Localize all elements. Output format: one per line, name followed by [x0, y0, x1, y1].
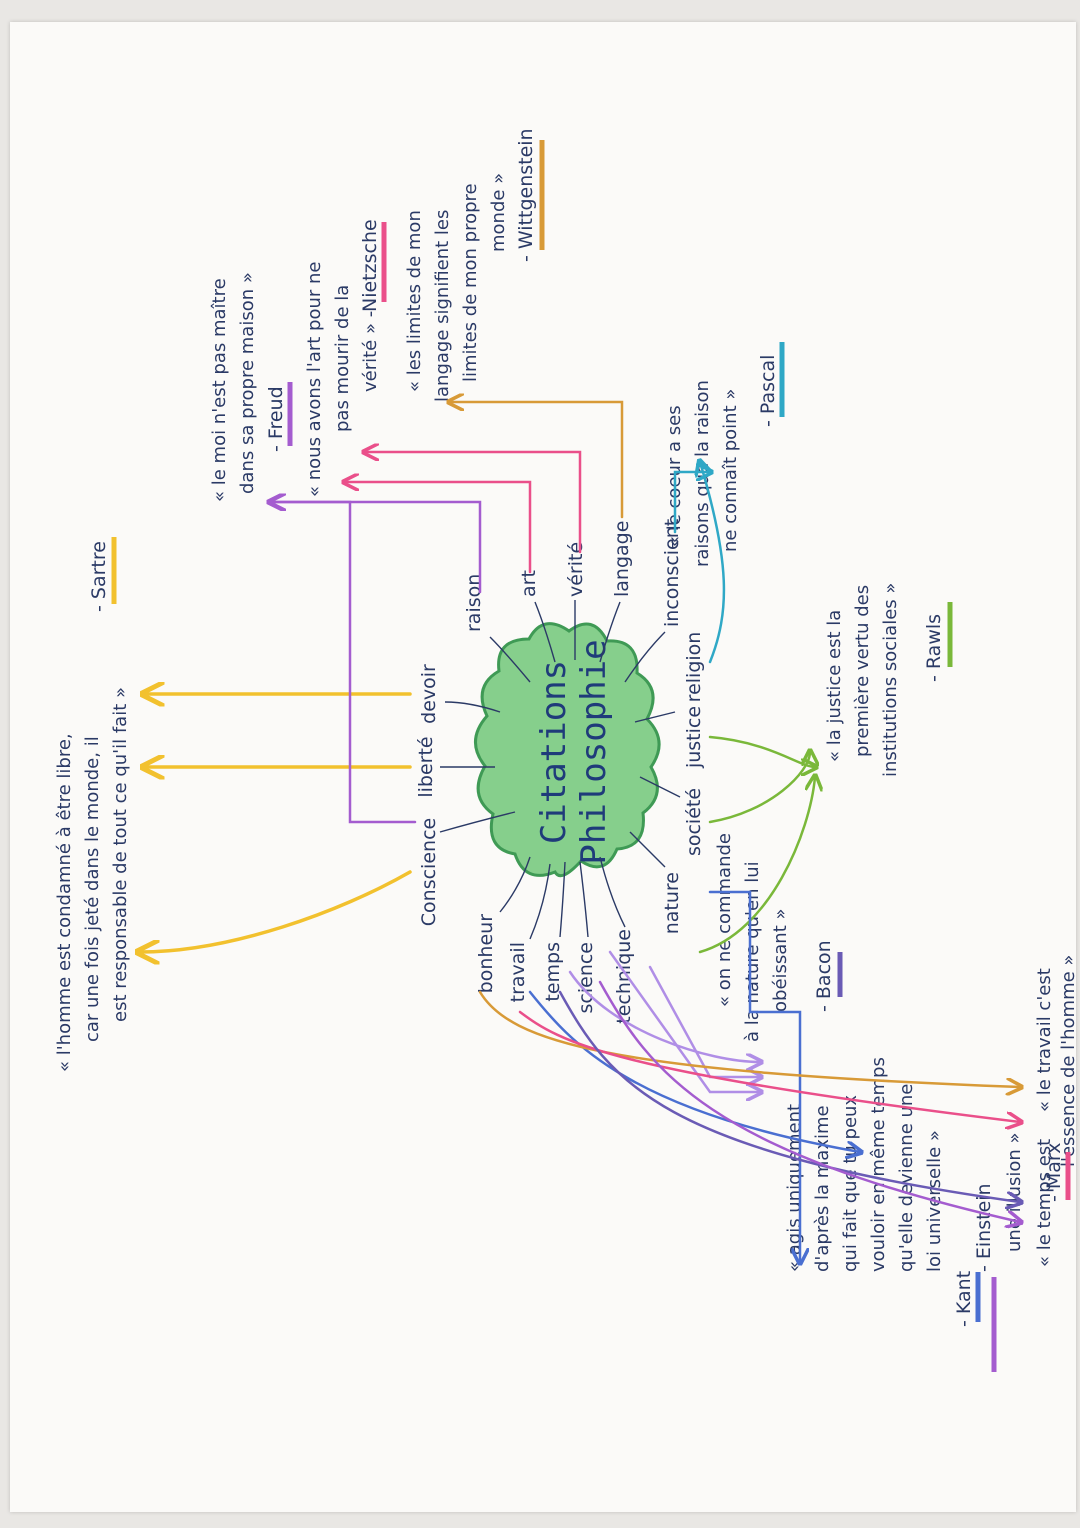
author-freud: - Freud: [265, 386, 287, 452]
arrow-conscience-kant: [708, 890, 800, 1262]
author-sartre: - Sartre: [88, 541, 110, 612]
quote-einstein-line: une illusion »: [1004, 1132, 1025, 1252]
quote-einstein-line: « le temps est: [1034, 1139, 1055, 1267]
keyword-nature: nature: [661, 872, 683, 934]
keyword-art: art: [518, 570, 540, 597]
keyword-devoir: devoir: [418, 664, 440, 724]
arrow-art-nietzsche: [345, 482, 532, 574]
paper-sheet: Citations Philosophie: [10, 22, 1076, 1512]
arrow-technique-bacon: [608, 950, 760, 1092]
arrow-justice-rawls: [708, 735, 815, 767]
quote-freud: « le moi n'est pas maître dans sa propre…: [209, 272, 293, 502]
quote-pascal: « le coeur a ses raisons que la raison n…: [664, 342, 785, 567]
arrow-raison-freud: [272, 502, 482, 594]
rotated-mind-map: Citations Philosophie: [10, 22, 1076, 1512]
arrow-bonheur-marx: [518, 1010, 1020, 1122]
keyword-raison: raison: [463, 574, 485, 632]
quote-marx-line: « le travail c'est: [1034, 968, 1055, 1112]
keyword-societe: société: [683, 788, 705, 856]
quote-bacon-line: obéissant »: [770, 909, 791, 1013]
keyword-conscience: Conscience: [418, 818, 440, 926]
arrow-religion-pascal: [700, 462, 726, 664]
quote-rawls: « la justice est la première vertu des i…: [824, 583, 953, 777]
keyword-inconscient: inconscient: [661, 519, 683, 627]
quote-kant-line: d'après la maxime: [812, 1105, 833, 1272]
author-pascal: - Pascal: [757, 355, 779, 427]
quote-sartre-line: est responsable de tout ce qu'il fait »: [110, 687, 131, 1022]
arrow-temps-einstein: [558, 990, 1020, 1202]
quote-rawls-line: institutions sociales »: [880, 583, 901, 777]
mind-map-svg: Citations Philosophie: [54, 128, 1076, 1372]
author-rawls: - Rawls: [923, 614, 945, 682]
quote-freud-line: « le moi n'est pas maître: [209, 278, 230, 502]
author-nietzsche: Nietzsche: [359, 219, 381, 312]
author-bacon: - Bacon: [813, 940, 835, 1012]
author-kant: - Kant: [953, 1271, 975, 1327]
quote-kant-line: vouloir en même temps: [868, 1057, 889, 1272]
connectors: [140, 402, 1020, 1262]
quote-wittgenstein-line: monde »: [488, 173, 509, 252]
author-wittgenstein: - Wittgenstein: [515, 128, 537, 262]
keyword-religion: religion: [683, 632, 705, 703]
quote-kant-line: « agis uniquement: [784, 1104, 805, 1272]
arrow-conscience-sartre: [140, 870, 412, 952]
quote-marx-line: l'essence de l'homme »: [1058, 955, 1076, 1167]
quote-pascal-line: ne connaît point »: [720, 389, 741, 552]
author-einstein: - Einstein: [973, 1183, 995, 1272]
arrow-verite-nietzsche: [365, 452, 582, 554]
quote-bacon-line: « on ne commande: [714, 833, 735, 1007]
quote-wittgenstein-line: « les limites de mon: [404, 210, 425, 392]
arrow-langage-wittgenstein: [450, 402, 624, 519]
keyword-bonheur: bonheur: [475, 914, 497, 994]
center-cloud: Citations Philosophie: [474, 622, 661, 878]
spokes: [439, 600, 681, 940]
arrow-science-bacon: [568, 970, 760, 1062]
keyword-justice: justice: [683, 706, 705, 769]
quote-bacon-line: à la nature qu'en lui: [742, 861, 763, 1042]
quote-rawls-line: première vertu des: [852, 585, 873, 757]
keyword-temps: temps: [542, 942, 564, 1002]
keyword-verite: vérité: [565, 542, 587, 597]
center-title-line1: Citations: [534, 660, 574, 844]
author-marx: - Marx: [1043, 1143, 1065, 1202]
arrow-societe-rawls: [708, 752, 810, 824]
quote-rawls-line: « la justice est la: [824, 610, 845, 762]
quote-sartre-line: « l'homme est condamné à être libre,: [54, 733, 75, 1072]
keyword-travail: travail: [507, 942, 529, 1002]
arrow-nature-rawls: [698, 777, 815, 954]
keyword-liberte: liberté: [415, 736, 437, 797]
quote-einstein: « le temps est une illusion » - Einstein: [973, 1132, 1055, 1372]
quote-wittgenstein: « les limites de mon langage signifient …: [404, 128, 545, 402]
quote-freud-line: dans sa propre maison »: [237, 272, 258, 494]
quote-sartre-line: car une fois jeté dans le monde, il: [82, 736, 103, 1042]
keyword-langage: langage: [611, 521, 633, 597]
keyword-science: science: [575, 942, 597, 1014]
quote-bacon: « on ne commande à la nature qu'en lui o…: [714, 833, 843, 1042]
keywords: Conscience liberté devoir bonheur travai…: [415, 519, 705, 1024]
quote-marx: « le travail c'est l'essence de l'homme …: [1034, 955, 1076, 1202]
arrow-conscience-freud: [270, 502, 417, 824]
quote-kant-line: qui fait que tu peux: [840, 1095, 861, 1272]
quote-wittgenstein-line: langage signifient les: [432, 210, 453, 402]
quote-sartre: « l'homme est condamné à être libre, car…: [54, 537, 131, 1072]
center-title-line2: Philosophie: [574, 639, 614, 864]
keyword-technique: technique: [613, 929, 635, 1024]
quote-nietzsche-line: « nous avons l'art pour ne: [304, 262, 325, 497]
quote-nietzsche: « nous avons l'art pour ne pas mourir de…: [304, 219, 387, 497]
quote-nietzsche-line: vérité » -: [360, 311, 381, 392]
quote-nietzsche-line: pas mourir de la: [332, 285, 353, 432]
arrow-science-einstein: [598, 980, 1020, 1222]
quote-kant-line: qu'elle devienne une: [896, 1084, 917, 1272]
quote-wittgenstein-line: limites de mon propre: [460, 183, 481, 382]
